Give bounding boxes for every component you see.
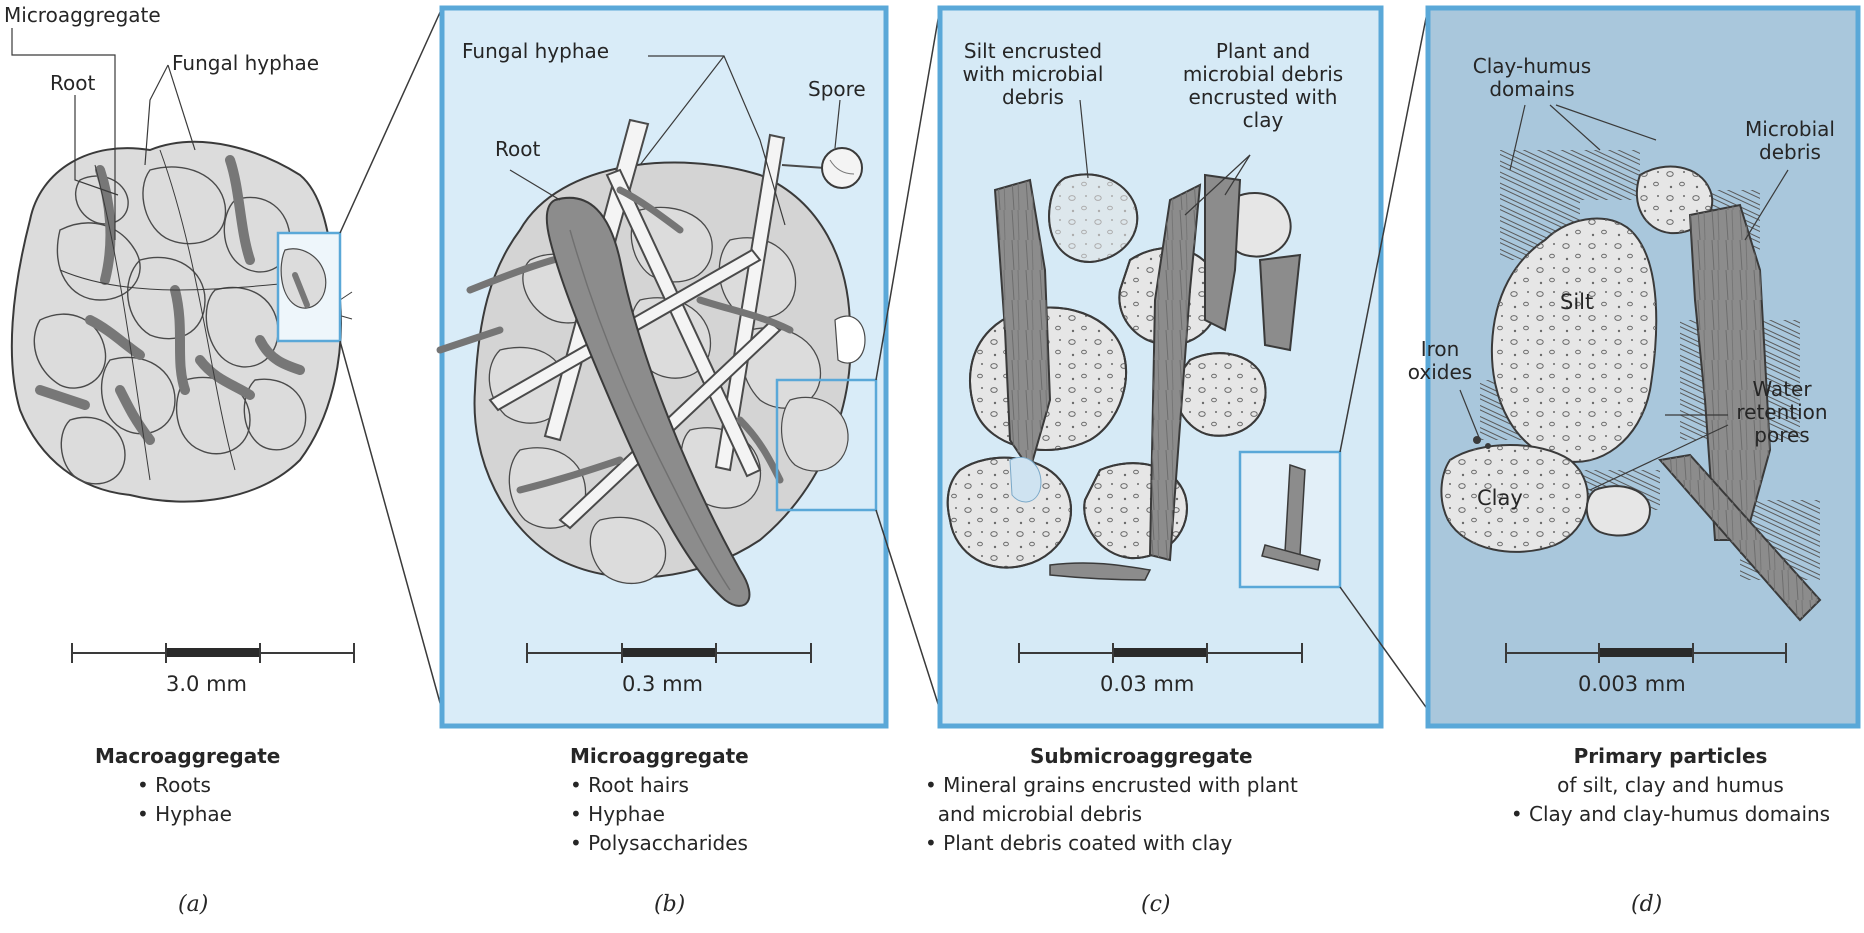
label-root: Root	[50, 72, 95, 95]
label-silt-line3: debris	[958, 86, 1108, 109]
label-plant-line4: clay	[1168, 109, 1358, 132]
label-water-line1: Water	[1722, 378, 1842, 401]
caption-b: Microaggregate • Root hairs • Hyphae • P…	[570, 742, 830, 858]
panel-letter-d: (d)	[1631, 892, 1662, 917]
scale-label-a: 3.0 mm	[166, 672, 247, 696]
label-clay-humus-line2: domains	[1472, 78, 1592, 101]
panel-letter-c: (c)	[1141, 892, 1171, 917]
label-silt-line2: with microbial	[958, 63, 1108, 86]
label-clay: Clay	[1477, 486, 1523, 510]
caption-b-title: Microaggregate	[570, 742, 830, 771]
label-iron-line2: oxides	[1400, 361, 1480, 384]
panel-letter-a: (a)	[178, 892, 208, 917]
scale-label-b: 0.3 mm	[622, 672, 703, 696]
label-silt-line1: Silt encrusted	[958, 40, 1108, 63]
caption-a-item-1: • Roots	[95, 771, 325, 800]
caption-a-item-2: • Hyphae	[95, 800, 325, 829]
label-iron-line1: Iron	[1400, 338, 1480, 361]
label-fungal-hyphae-b: Fungal hyphae	[462, 40, 609, 63]
caption-c-item-2: and microbial debris	[925, 800, 1385, 829]
caption-d: Primary particles of silt, clay and humu…	[1478, 742, 1863, 829]
label-water-line3: pores	[1722, 424, 1842, 447]
scale-bar-a	[72, 643, 354, 663]
caption-c-item-3: • Plant debris coated with clay	[925, 829, 1385, 858]
label-silt-encrusted: Silt encrusted with microbial debris	[958, 40, 1108, 109]
label-clay-humus-domains: Clay-humus domains	[1472, 55, 1592, 101]
caption-b-item-3: • Polysaccharides	[570, 829, 830, 858]
caption-a-title: Macroaggregate	[95, 742, 325, 771]
label-plant-microbial-debris: Plant and microbial debris encrusted wit…	[1168, 40, 1358, 132]
label-fungal-hyphae: Fungal hyphae	[172, 52, 319, 75]
label-water-line2: retention	[1722, 401, 1842, 424]
caption-b-item-2: • Hyphae	[570, 800, 830, 829]
macroaggregate-drawing	[12, 142, 352, 502]
label-plant-line2: microbial debris	[1168, 63, 1358, 86]
label-clay-humus-line1: Clay-humus	[1472, 55, 1592, 78]
caption-c-item-1: • Mineral grains encrusted with plant	[925, 771, 1385, 800]
caption-c-title: Submicroaggregate	[925, 742, 1385, 771]
label-iron-oxides: Iron oxides	[1400, 338, 1480, 384]
label-microbial-line2: debris	[1740, 141, 1840, 164]
caption-d-title: Primary particles	[1478, 742, 1863, 771]
label-root-b: Root	[495, 138, 540, 161]
caption-d-item-1: of silt, clay and humus	[1478, 771, 1863, 800]
label-microbial-line1: Microbial	[1740, 118, 1840, 141]
label-plant-line3: encrusted with	[1168, 86, 1358, 109]
caption-b-item-1: • Root hairs	[570, 771, 830, 800]
caption-c: Submicroaggregate • Mineral grains encru…	[925, 742, 1385, 858]
label-microaggregate: Microaggregate	[4, 4, 161, 27]
panel-letter-b: (b)	[654, 892, 685, 917]
caption-a: Macroaggregate • Roots • Hyphae	[95, 742, 325, 829]
scale-label-c: 0.03 mm	[1100, 672, 1194, 696]
label-microbial-debris: Microbial debris	[1740, 118, 1840, 164]
label-plant-line1: Plant and	[1168, 40, 1358, 63]
label-silt: Silt	[1560, 290, 1593, 314]
scale-label-d: 0.003 mm	[1578, 672, 1686, 696]
zoom-connector-a-b	[340, 8, 442, 710]
caption-d-item-2: • Clay and clay-humus domains	[1478, 800, 1863, 829]
label-water-retention-pores: Water retention pores	[1722, 378, 1842, 447]
label-spore: Spore	[808, 78, 866, 101]
